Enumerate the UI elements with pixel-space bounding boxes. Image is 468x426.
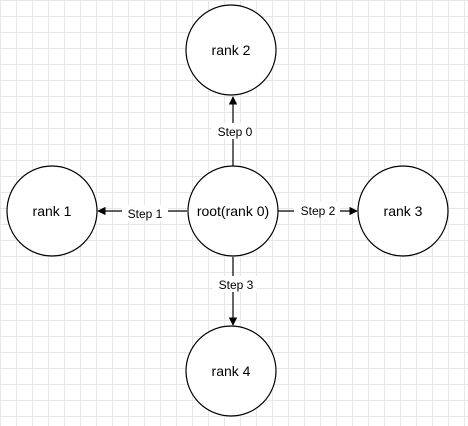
edge-step-1: Step 1 — [97, 205, 187, 221]
edge-label-step-1: Step 1 — [128, 207, 163, 221]
node-rank-2-label: rank 2 — [212, 42, 251, 58]
edge-label-step-2: Step 2 — [301, 204, 336, 218]
node-rank-4-label: rank 4 — [212, 363, 251, 379]
edge-step-0: Step 0 — [211, 96, 255, 166]
edge-step-3: Step 3 — [213, 257, 257, 326]
node-rank-2: rank 2 — [185, 4, 277, 96]
edge-label-step-3: Step 3 — [219, 278, 254, 292]
node-rank-4: rank 4 — [185, 325, 277, 417]
edge-label-step-0: Step 0 — [218, 125, 253, 139]
node-root: root(rank 0) — [187, 165, 279, 257]
node-rank-1-label: rank 1 — [33, 203, 72, 219]
edge-step-2: Step 2 — [278, 202, 358, 218]
node-rank-1: rank 1 — [6, 165, 98, 257]
node-rank-3-label: rank 3 — [384, 203, 423, 219]
node-root-label: root(rank 0) — [197, 203, 269, 219]
node-rank-3: rank 3 — [357, 165, 449, 257]
